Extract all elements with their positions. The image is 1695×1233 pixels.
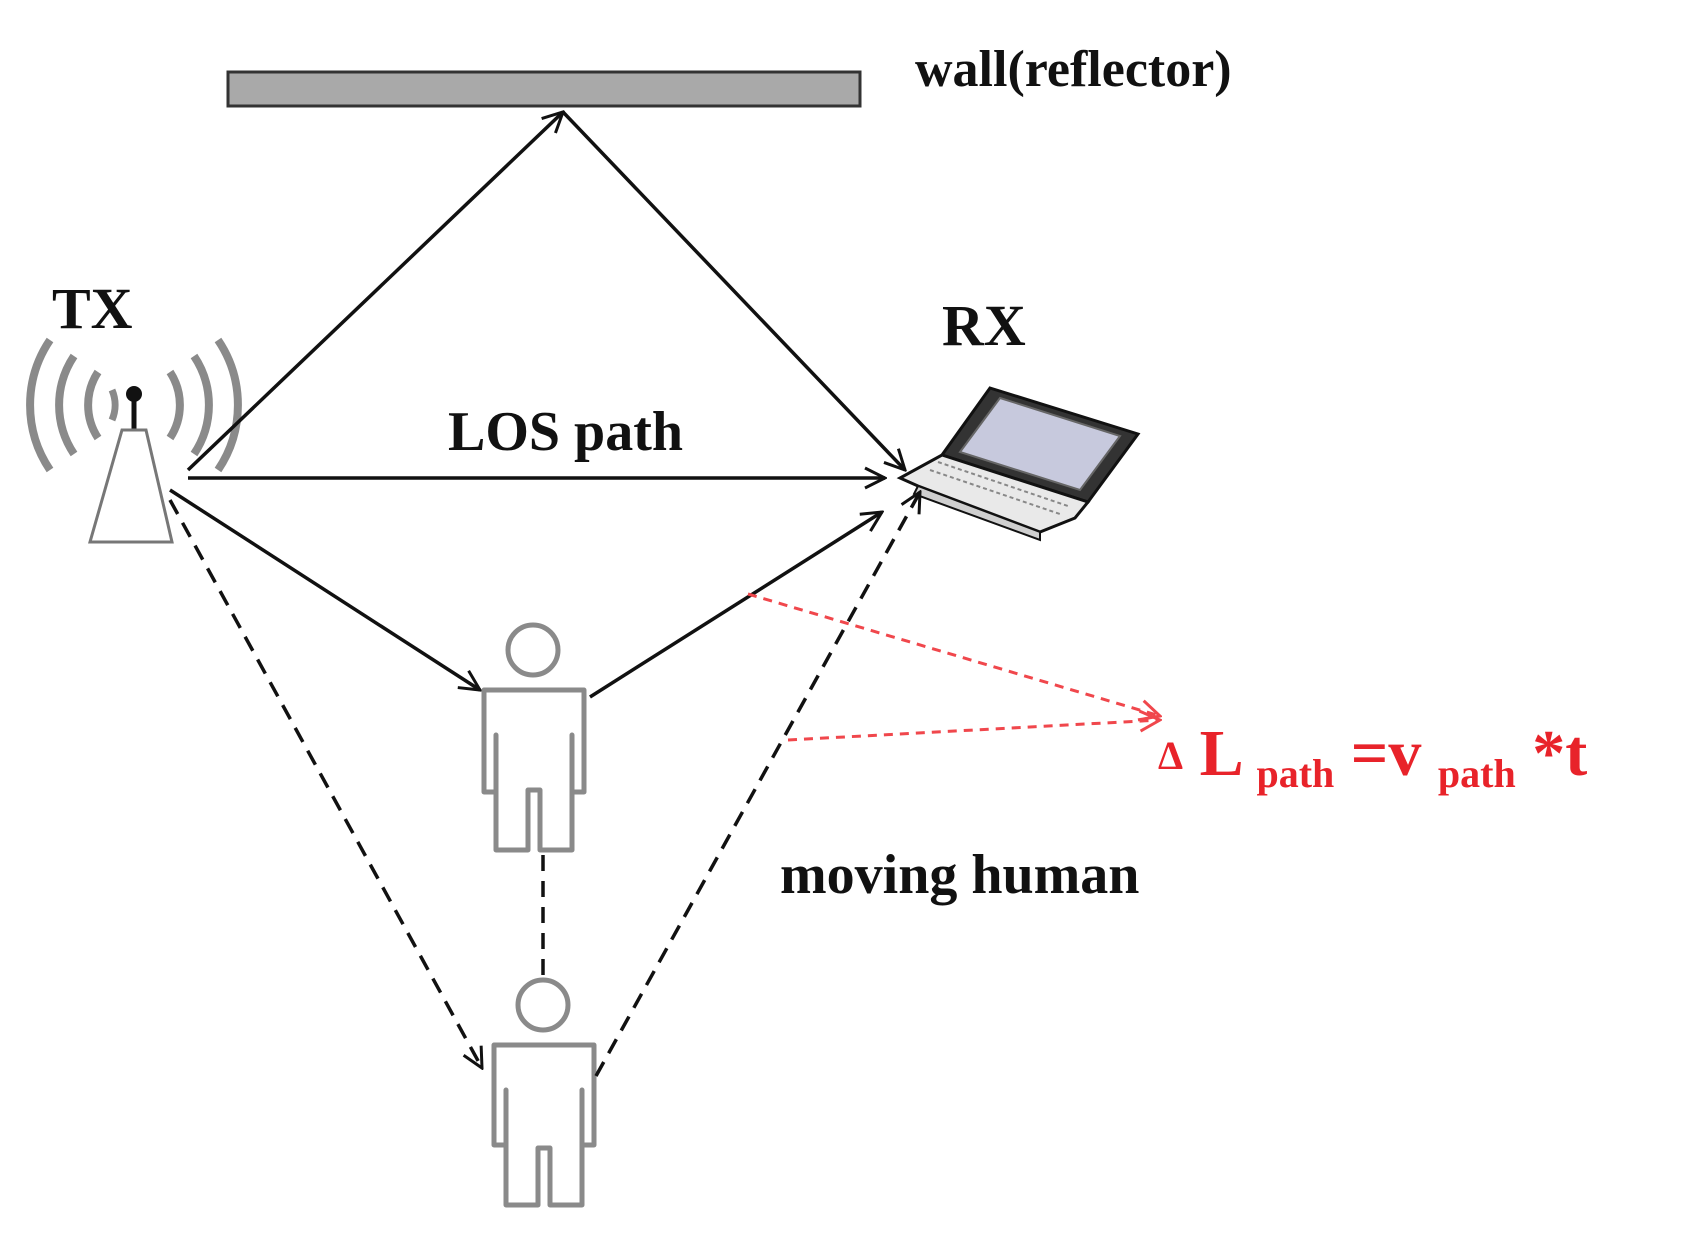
tx-to-moved-human-path bbox=[168, 499, 482, 1068]
formula-delta: Δ bbox=[1158, 733, 1183, 778]
rx-label: RX bbox=[942, 293, 1026, 358]
los-label: LOS path bbox=[448, 401, 683, 463]
moving-human-label: moving human bbox=[780, 844, 1139, 906]
human-moved-icon bbox=[491, 977, 597, 1208]
tx-antenna-icon bbox=[26, 337, 242, 544]
human-to-rx-path bbox=[589, 512, 882, 699]
formula-l-sub: path bbox=[1256, 751, 1334, 796]
tx-to-wall-path bbox=[186, 112, 563, 472]
wall-to-rx-path bbox=[561, 110, 905, 470]
wall-icon bbox=[226, 70, 862, 108]
wall-label: wall(reflector) bbox=[915, 41, 1232, 98]
human-icon bbox=[481, 622, 587, 853]
formula-equals-v: =v bbox=[1351, 717, 1422, 790]
red-pointer-upper bbox=[747, 592, 1160, 716]
tx-to-human-path bbox=[169, 488, 480, 690]
red-pointer-lower bbox=[787, 720, 1160, 742]
formula-times-t: *t bbox=[1532, 717, 1587, 790]
formula-v-sub: path bbox=[1438, 751, 1516, 796]
moved-human-to-rx-path bbox=[594, 492, 920, 1077]
tx-label: TX bbox=[52, 276, 133, 341]
formula-l: L bbox=[1200, 717, 1242, 790]
formula: Δ L path =v path *t bbox=[1158, 711, 1587, 802]
rx-laptop-icon bbox=[896, 386, 1141, 542]
